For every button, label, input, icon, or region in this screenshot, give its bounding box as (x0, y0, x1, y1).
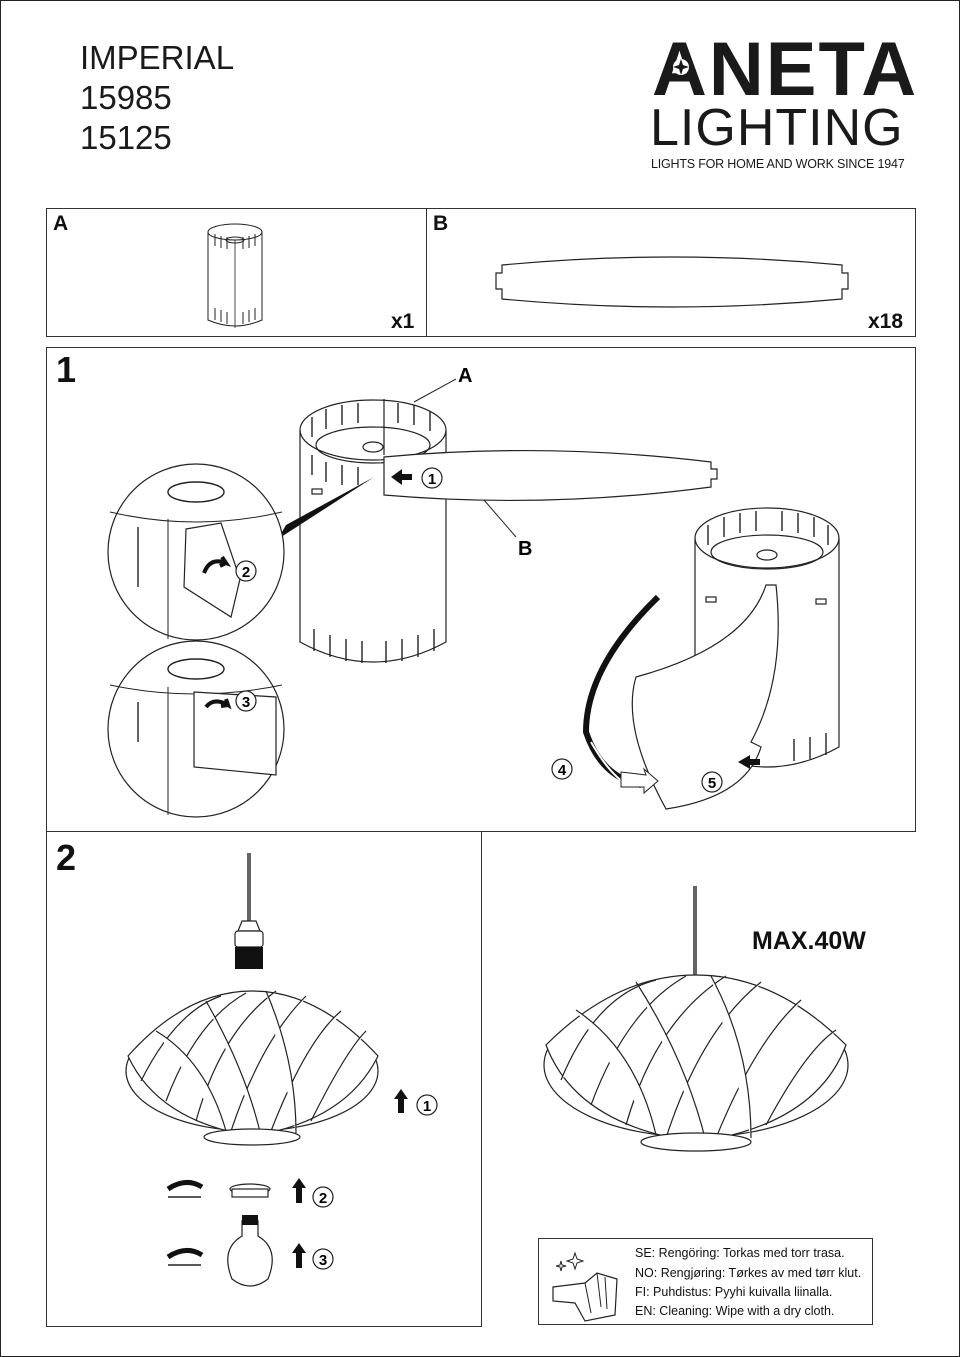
step-2-panel (46, 831, 482, 1327)
product-name: IMPERIAL (80, 39, 235, 76)
parts-box (46, 208, 916, 337)
assembled-lamp-drawing (543, 886, 849, 1152)
step-2-number: 2 (56, 837, 77, 878)
cloth-wipe-icon (552, 1251, 618, 1322)
part-a-cylinder-drawing (207, 223, 263, 328)
callout-b: B (518, 538, 532, 560)
step-1-illustration: 1 2 3 4 5 A B (107, 365, 840, 818)
cleaning-line-se: SE: Rengöring: Torkas med torr trasa. (635, 1246, 845, 1260)
logo-tagline: LIGHTS FOR HOME AND WORK SINCE 1947 (651, 157, 905, 171)
logo-lighting: LIGHTING (650, 99, 904, 157)
step-1-number: 1 (56, 349, 77, 390)
step-2-marker-3: 3 (319, 1252, 327, 1269)
product-code-1: 15985 (80, 79, 172, 116)
cleaning-line-no: NO: Rengjøring: Tørkes av med tørr klut. (635, 1266, 862, 1280)
part-a-label: A (53, 212, 69, 235)
marker-4: 4 (558, 762, 567, 779)
cleaning-instructions-box: SE: Rengöring: Torkas med torr trasa. NO… (538, 1238, 873, 1325)
cleaning-line-fi: FI: Puhdistus: Pyyhi kuivalla liinalla. (635, 1285, 833, 1299)
max-power-label: MAX.40W (752, 927, 866, 955)
marker-5: 5 (708, 775, 716, 792)
callout-a: A (458, 365, 472, 387)
logo-aneta: ANETA (652, 27, 919, 112)
step-2-illustration: 1 2 3 (125, 853, 438, 1287)
part-b-quantity: x18 (868, 310, 904, 333)
step-2-marker-2: 2 (319, 1190, 327, 1207)
marker-2: 2 (242, 564, 250, 581)
logo-star-icon (673, 59, 689, 75)
marker-1: 1 (428, 471, 436, 488)
part-b-strip-drawing (495, 256, 849, 308)
marker-3: 3 (242, 694, 250, 711)
product-code-2: 15125 (80, 119, 172, 156)
part-b-label: B (433, 212, 449, 235)
step-2-marker-1: 1 (423, 1098, 431, 1115)
parts-divider (426, 208, 427, 337)
cleaning-line-en: EN: Cleaning: Wipe with a dry cloth. (635, 1304, 835, 1318)
part-a-quantity: x1 (391, 310, 415, 333)
